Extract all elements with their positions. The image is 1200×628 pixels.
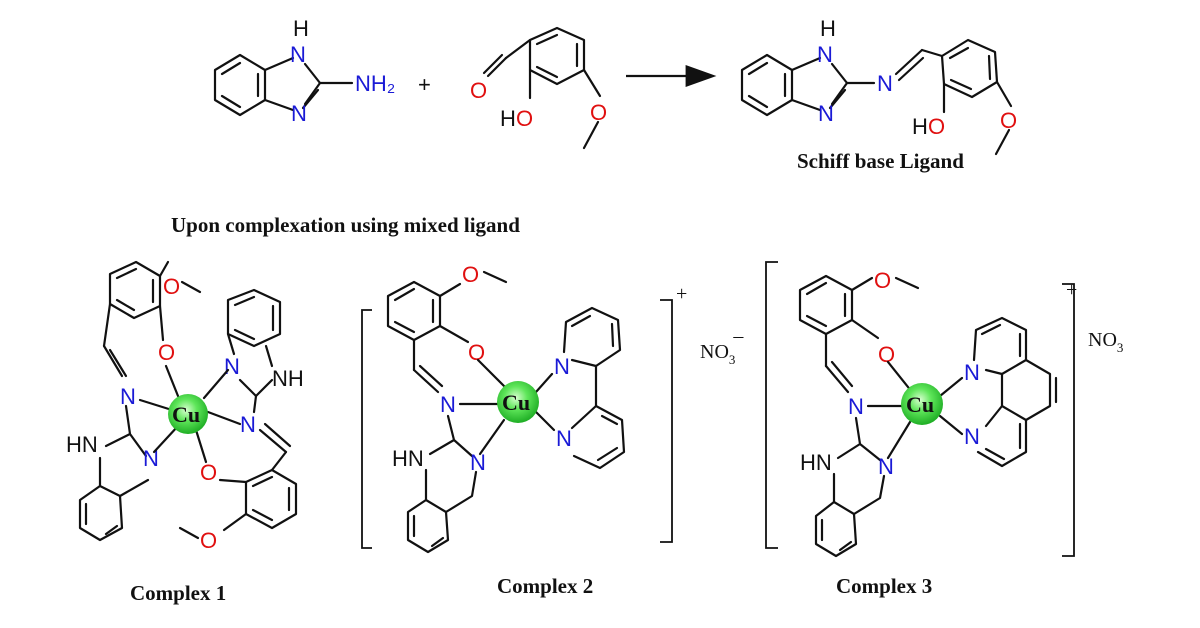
c3-hn: HN [800,450,832,475]
c1-phenolate-o-bottom: O [200,460,217,485]
product-n2-label: N [818,101,834,126]
c3-methoxy-o: O [874,268,891,293]
c2-benz-n: N [470,450,486,475]
c1-nh-right: NH [272,366,304,391]
c1-imine-n-left: N [120,384,136,409]
imidazole-nh-n: N [290,42,306,67]
hydroxyl-o: O [516,106,533,131]
c1-metal-label: Cu [172,402,200,427]
complex-2-structure: + NO3– O O N HN N N N [361,262,744,554]
c2-charge: + [676,283,687,305]
c1-methoxy-o-bottom: O [200,528,217,553]
nh-hydrogen-label: H [293,16,309,41]
complex-2-label: Complex 2 [497,574,593,598]
product-n1-label: N [817,42,833,67]
product-nh-hydrogen: H [820,16,836,41]
c2-bipy-n2: N [556,426,572,451]
imidazole-n-label: N [291,101,307,126]
c3-phenolate-o: O [878,342,895,367]
aldehyde-o-label: O [470,78,487,103]
complex-1-structure: O O N HN N N NH N O O [66,260,304,553]
c1-imine-n-right: N [240,412,256,437]
c3-copper-sphere [901,383,943,425]
complex-1-label: Complex 1 [130,581,226,605]
product-hydroxyl-o: O [928,114,945,139]
c3-left-bracket [765,261,778,549]
plus-sign: + [418,72,431,97]
methoxy-o-label: O [590,100,607,125]
c2-hn: HN [392,446,424,471]
c2-right-bracket [660,299,673,543]
product-imine-n-label: N [877,71,893,96]
complex-3-label: Complex 3 [836,574,932,598]
c2-metal-label: Cu [502,390,530,415]
c3-counterion: NO3 [1088,329,1123,355]
c3-phen-n1: N [964,360,980,385]
c2-copper-sphere [497,381,539,423]
c1-hn-left: HN [66,432,98,457]
c2-phenolate-o: O [468,340,485,365]
complexation-heading: Upon complexation using mixed ligand [171,213,520,237]
c1-phenolate-o-top: O [158,340,175,365]
c1-copper-sphere [168,394,208,434]
c3-right-bracket [1062,283,1075,557]
c3-charge: + [1066,279,1077,301]
product-methoxy-o: O [1000,108,1017,133]
reactant-o-vanillin: O H HO O O [470,26,607,150]
c2-imine-n: N [440,392,456,417]
c1-benz-n-right: N [224,354,240,379]
product-label: Schiff base Ligand [797,149,964,173]
reactant-2-aminobenzimidazole: H N N NH₂ [213,16,395,126]
product-schiff-base: H N N N H O O Schiff base Ligand [740,16,1017,173]
c2-left-bracket [361,309,372,549]
c1-methoxy-o-top: O [163,274,180,299]
c2-bipy-n1: N [554,354,570,379]
hydroxyl-h: H [500,106,516,131]
c3-benz-n: N [878,454,894,479]
c2-methoxy-o: O [462,262,479,287]
c3-phen-n2: N [964,424,980,449]
c2-counterion: NO3– [700,325,744,367]
c3-imine-n: N [848,394,864,419]
amine-label: NH₂ [355,71,395,96]
product-hydroxyl-h: H [912,114,928,139]
complex-3-structure: + NO3 O O N HN N N N [765,261,1123,558]
c3-metal-label: Cu [906,392,934,417]
